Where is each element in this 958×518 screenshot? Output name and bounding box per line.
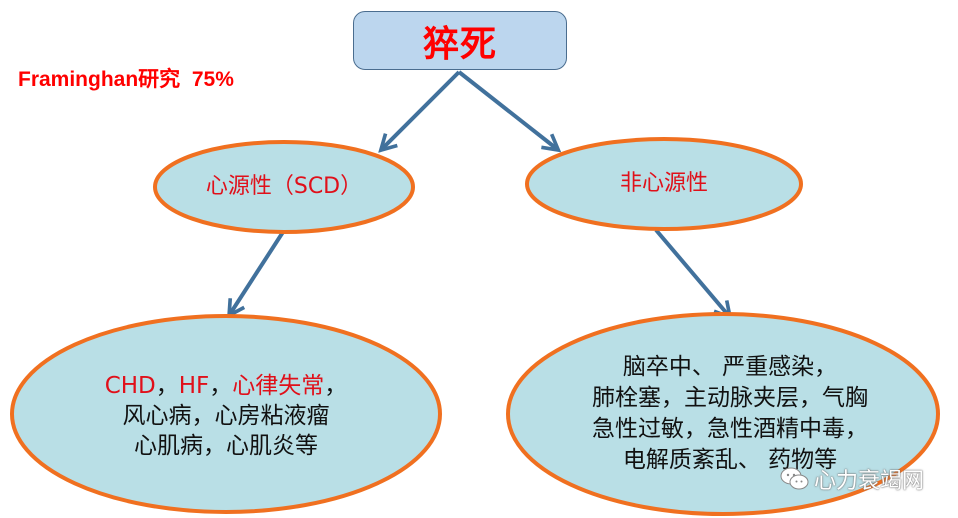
- cardiac-ellipse: [153, 140, 415, 234]
- noncardiac-causes-line-3: 急性过敏，急性酒精中毒，: [592, 416, 868, 442]
- cardiac-causes-line-3: 心肌病，心肌炎等: [134, 433, 318, 459]
- cause-hf: HF: [178, 373, 210, 399]
- noncardiac-causes-line-4: 电解质紊乱、 药物等: [622, 447, 838, 473]
- arrow-root-to-cardiac: [382, 70, 461, 149]
- cardiac-causes-line-1: CHD，HF，心律失常，: [105, 371, 348, 401]
- separator: ，: [209, 373, 233, 399]
- noncardiac-causes-ellipse: [506, 312, 940, 516]
- watermark: 心力衰竭网: [780, 463, 924, 495]
- cardiac-causes-line-2: 风心病，心房粘液瘤: [122, 403, 330, 429]
- separator: ，: [155, 373, 179, 399]
- arrow-cardiac-to-causes: [230, 230, 285, 314]
- root-node-box: 猝死: [353, 11, 567, 70]
- cardiac-causes-text: CHD，HF，心律失常， 风心病，心房粘液瘤 心肌病，心肌炎等: [40, 366, 412, 466]
- cause-chd: CHD: [104, 373, 156, 399]
- cardiac-node-label: 心源性（SCD）: [205, 174, 363, 199]
- root-node-title: 猝死: [422, 23, 497, 65]
- cardiac-causes-ellipse: [10, 314, 442, 514]
- wechat-icon: [780, 467, 809, 490]
- noncardiac-ellipse: [525, 137, 803, 231]
- arrow-root-to-noncardiac: [457, 70, 557, 149]
- cause-arrhythmia: 心律失常: [232, 373, 325, 399]
- noncardiac-causes-text: 脑卒中、 严重感染， 肺栓塞，主动脉夹层，气胸 急性过敏，急性酒精中毒， 电解质…: [555, 350, 905, 478]
- arrow-noncardiac-to-causes: [654, 228, 729, 316]
- separator: ，: [324, 373, 348, 399]
- noncardiac-causes-line-1: 脑卒中、 严重感染，: [622, 354, 838, 380]
- noncardiac-node-label: 非心源性: [619, 171, 708, 196]
- framingham-study-note: Framinghan研究 75%: [18, 68, 234, 91]
- watermark-text: 心力衰竭网: [814, 469, 925, 494]
- noncardiac-causes-line-2: 肺栓塞，主动脉夹层，气胸: [592, 385, 868, 411]
